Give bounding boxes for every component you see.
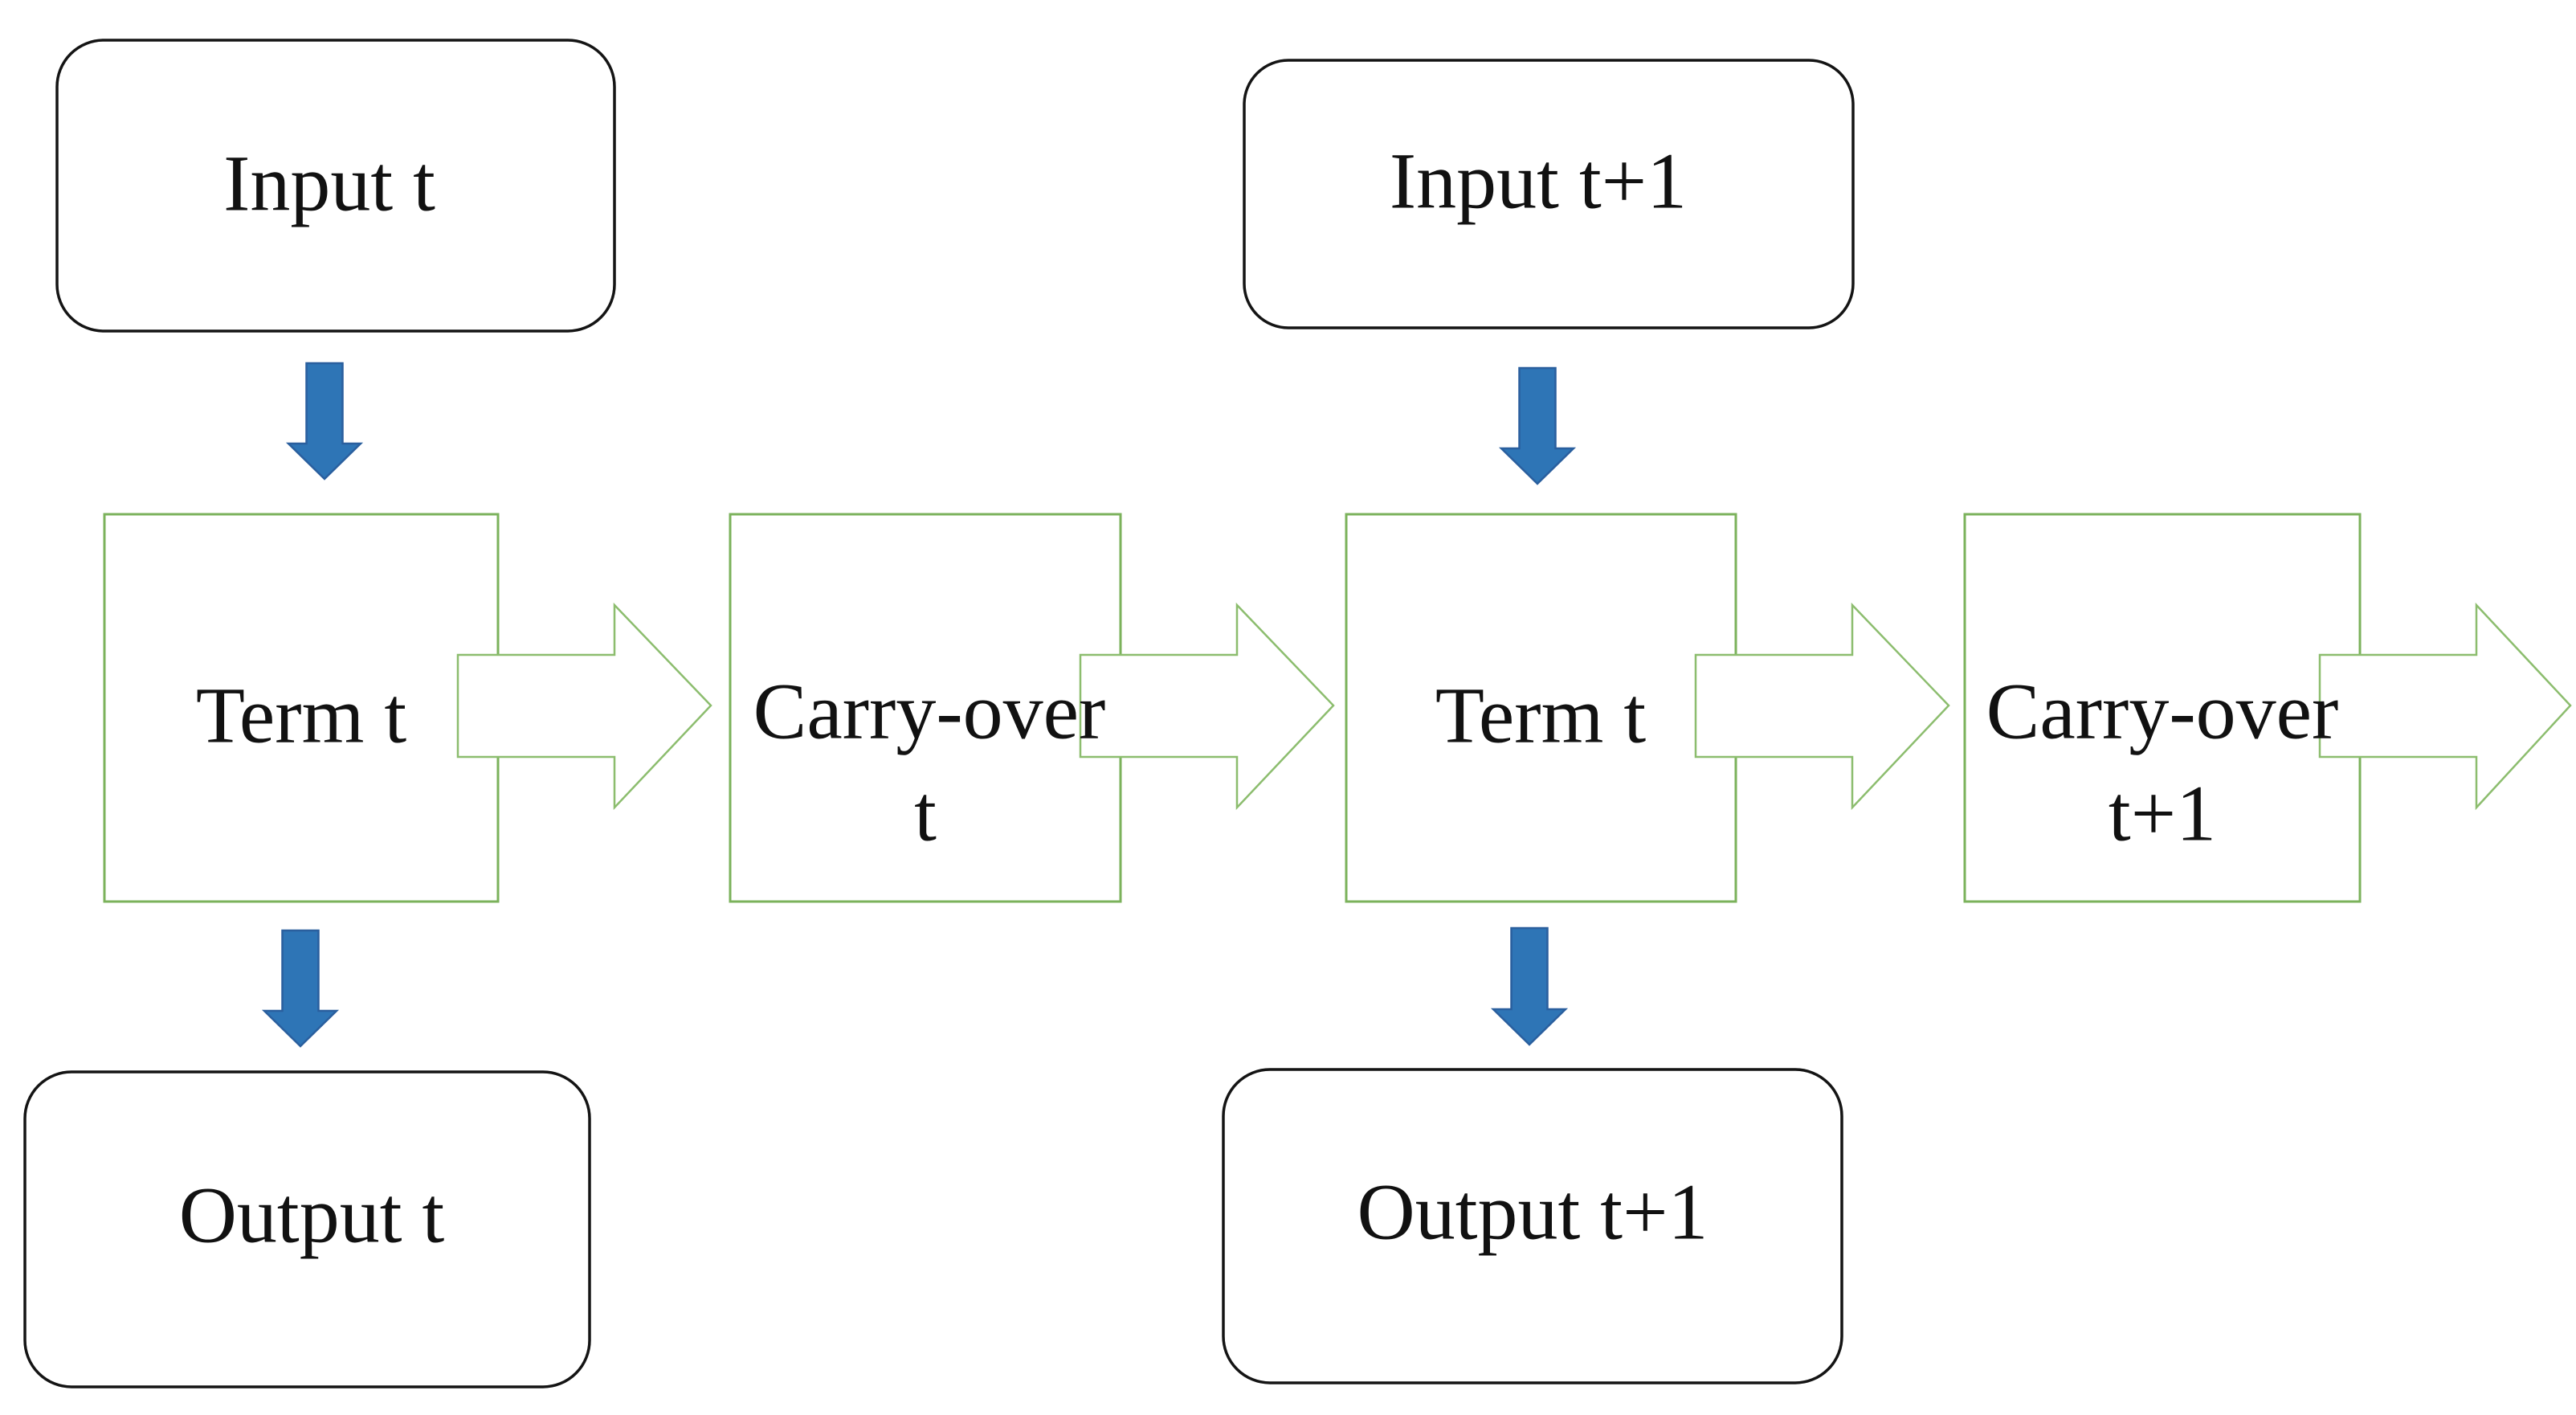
flow-arrow-term-t-to-carry-over-t1	[1694, 602, 1950, 811]
carry-over-t-group	[729, 513, 1122, 903]
down-arrow-term-t-to-output-t1	[1490, 926, 1569, 1046]
carry-over-t1-box	[1963, 513, 2362, 903]
carry-over-t1-label-line2: t+1	[2109, 769, 2216, 858]
term-t-first-group	[103, 513, 500, 903]
output-t1-label: Output t+1	[1357, 1168, 1708, 1257]
down-arrow-input-t-to-term-t	[285, 362, 364, 481]
input-t1-box	[1243, 59, 1855, 329]
input-t-label: Input t	[223, 139, 435, 228]
carry-over-t1-group	[1963, 513, 2362, 903]
carry-over-t-label-line2: t	[914, 769, 937, 858]
input-t-box	[55, 39, 616, 333]
carry-over-t-box	[729, 513, 1122, 903]
term-t-first-label: Term t	[196, 671, 407, 760]
carry-over-t-label-line1: Carry-over	[753, 667, 1106, 756]
down-arrow-term-t-to-output-t	[261, 929, 340, 1048]
term-t-second-label: Term t	[1435, 671, 1647, 760]
flow-arrow-carry-over-t-to-term-t	[1079, 602, 1335, 811]
output-t-box	[23, 1070, 591, 1388]
term-t-second-box	[1345, 513, 1737, 903]
output-t-label: Output t	[179, 1171, 445, 1260]
output-t1-box	[1222, 1068, 1843, 1384]
term-t-second-group	[1345, 513, 1737, 903]
down-arrow-input-t1-to-term-t	[1498, 366, 1577, 485]
flow-arrow-term-t-to-carry-over-t	[456, 602, 712, 811]
term-t-first-box	[103, 513, 500, 903]
flow-arrow-carry-over-t1-onward	[2318, 602, 2572, 811]
input-t1-label: Input t+1	[1390, 137, 1687, 226]
carry-over-t1-label-line1: Carry-over	[1986, 667, 2339, 756]
